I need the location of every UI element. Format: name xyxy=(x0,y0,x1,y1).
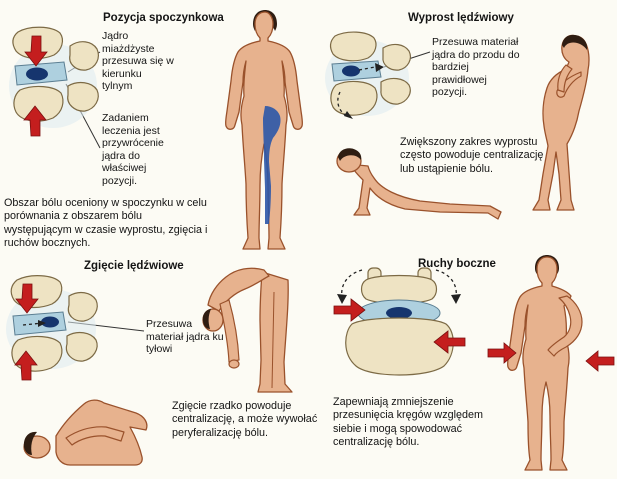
figure-body xyxy=(353,164,502,220)
resting-caption: Obszar bólu oceniony w spoczynku w celu … xyxy=(4,197,208,250)
lateral-caption: Zapewniają zmniejszenie przesunięcia krę… xyxy=(333,396,484,449)
lower-vertebra-bone xyxy=(13,85,64,122)
extension-caption: Zwiększony zakres wyprostu często powodu… xyxy=(400,136,544,175)
resting-label-treatment: Zadaniem leczenia jest przywrócenie jądr… xyxy=(102,112,164,187)
flexion-label-nucleus: Przesuwa materiał jądra ku tyłowi xyxy=(146,318,224,356)
dotted-arrowhead xyxy=(337,294,347,304)
resting-label-nucleus: Jądro miażdżyste przesuwa się w kierunku… xyxy=(102,30,174,93)
red-arrow-up-icon xyxy=(14,350,38,381)
dotted-motion-arrow-icon xyxy=(341,269,363,299)
dotted-motion-arrow-icon xyxy=(22,322,39,326)
lower-vertebra-bone xyxy=(330,80,378,116)
figure-akimbo-arm xyxy=(547,295,583,357)
red-arrow-down-icon xyxy=(15,283,39,314)
dotted-motion-arrow-icon xyxy=(435,269,457,299)
flexion-standing-figure xyxy=(202,267,293,393)
figure-forearm xyxy=(557,64,573,93)
flexion-caption: Zgięcie rzadko powoduje centralizację, a… xyxy=(172,400,318,439)
red-arrow-right-icon xyxy=(333,298,366,322)
upper-vertebra-bone xyxy=(360,274,438,305)
flexion-title: Zgięcie lędźwiowe xyxy=(84,260,184,272)
figure-hair xyxy=(23,431,37,455)
nucleus xyxy=(41,316,59,328)
figure-legs xyxy=(257,271,293,393)
dotted-motion-arrow-icon xyxy=(358,66,376,71)
extension-title: Wyprost lędźwiowy xyxy=(408,12,514,24)
articular-process-bone xyxy=(67,81,99,112)
lateral-standing-figure xyxy=(487,255,615,471)
red-arrow-left-icon xyxy=(585,350,615,372)
red-arrow-down-icon xyxy=(24,35,48,67)
figure-hair xyxy=(338,148,362,161)
nucleus xyxy=(386,307,412,319)
figure-hair xyxy=(562,34,588,50)
resting-title: Pozycja spoczynkowa xyxy=(103,12,224,24)
figure-hands xyxy=(228,359,240,369)
dotted-arrowhead xyxy=(38,320,46,327)
figure-arms xyxy=(65,426,125,446)
articular-process-bone xyxy=(69,41,99,71)
red-arrow-left-icon xyxy=(433,330,466,354)
flexion-supine-figure xyxy=(23,399,148,466)
resting-vertebra-illustration xyxy=(9,26,99,137)
lateral-vertebra-illustration xyxy=(333,267,466,376)
articular-process-bone xyxy=(65,331,98,362)
pain-area-highlight xyxy=(263,106,281,224)
upper-vertebra-bone xyxy=(329,31,377,62)
lower-vertebra-bone xyxy=(11,335,63,372)
articular-process-bone xyxy=(380,77,411,105)
figure-body xyxy=(506,256,572,471)
figure-hair xyxy=(202,309,211,329)
dotted-arrowhead xyxy=(375,63,384,72)
resting-standing-figure xyxy=(224,10,304,250)
extension-standing-figure xyxy=(532,34,590,211)
figure-arms xyxy=(219,299,240,363)
lateral-title: Ruchy boczne xyxy=(418,258,496,270)
leg-separation-line xyxy=(271,291,275,389)
flexion-vertebra-illustration xyxy=(6,275,98,381)
extension-prone-figure xyxy=(336,148,502,220)
dotted-arrowhead xyxy=(344,111,353,119)
extension-vertebra-illustration xyxy=(325,31,411,119)
red-arrow-up-icon xyxy=(23,105,47,137)
nucleus xyxy=(26,67,48,81)
nucleus xyxy=(342,65,360,77)
lower-vertebra-bone xyxy=(345,317,454,376)
articular-process-bone xyxy=(382,43,411,71)
figure-body xyxy=(532,34,590,211)
dotted-arrowhead xyxy=(451,294,461,304)
articular-process-bone xyxy=(67,291,98,322)
extension-label-nucleus: Przesuwa materiał jądra do przodu do bar… xyxy=(432,36,520,99)
red-arrow-right-icon xyxy=(487,342,517,364)
